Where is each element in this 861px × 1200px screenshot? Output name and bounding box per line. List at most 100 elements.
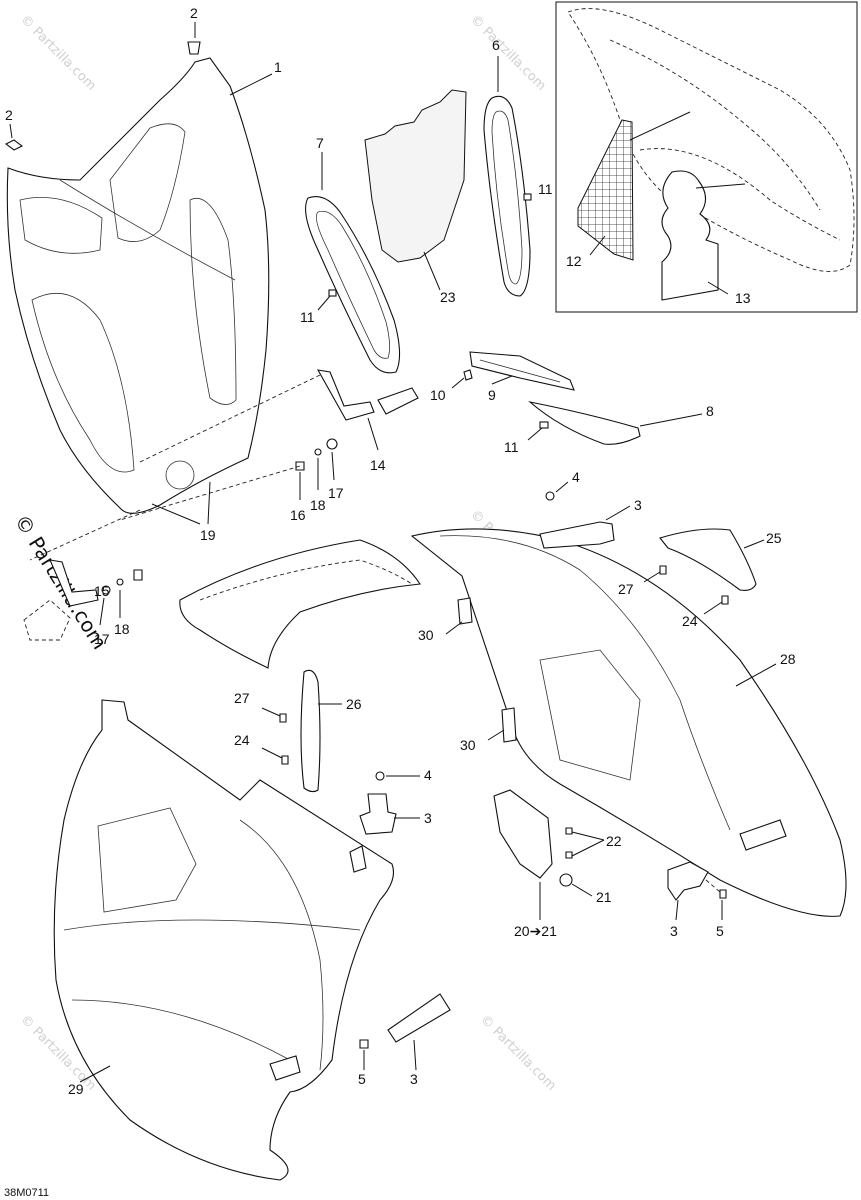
leader-line xyxy=(707,281,729,295)
washer-icon xyxy=(101,585,111,595)
panel-latch xyxy=(349,845,367,873)
deflector xyxy=(528,401,641,445)
leader-line xyxy=(703,601,723,615)
panel-latch xyxy=(269,1055,301,1081)
callout-30: 30 xyxy=(418,627,434,643)
callout-27: 27 xyxy=(618,581,634,597)
panel-crease xyxy=(63,919,361,931)
bolt-icon xyxy=(133,569,143,581)
callout-11: 11 xyxy=(538,181,553,197)
callout-24: 24 xyxy=(682,613,698,629)
part-26-side-cover xyxy=(261,669,342,793)
callout-5: 5 xyxy=(716,923,724,939)
callout-1: 1 xyxy=(274,59,282,75)
part-6-side-vent xyxy=(483,56,532,297)
leader-line xyxy=(735,663,777,687)
screw-icon xyxy=(565,851,573,859)
screw-icon xyxy=(279,713,287,723)
leader-line xyxy=(491,375,513,385)
screw-icon xyxy=(359,1039,369,1049)
console-rib xyxy=(189,198,237,405)
callout-3: 3 xyxy=(424,810,432,826)
leader-line xyxy=(331,451,335,481)
leader-line xyxy=(555,481,569,493)
callout-14: 14 xyxy=(370,457,386,473)
foam-panel xyxy=(364,89,467,263)
leader-line xyxy=(423,251,441,291)
panel-crease xyxy=(71,999,291,1061)
part-23-foam-panel xyxy=(364,89,467,291)
callout-16: 16 xyxy=(290,507,306,523)
screw-icon xyxy=(565,827,573,835)
leader-line xyxy=(317,295,331,311)
console-rib xyxy=(31,293,135,473)
callout-17: 17 xyxy=(328,485,344,501)
mounting-axis-lines xyxy=(29,374,321,561)
velcro-strip-30 xyxy=(501,707,517,743)
leader-line xyxy=(571,839,605,857)
callout-2: 2 xyxy=(190,5,198,21)
callout-11: 11 xyxy=(300,309,315,325)
console-window xyxy=(109,123,186,242)
lock-washer-icon xyxy=(116,578,124,586)
bracket-mount xyxy=(23,599,71,641)
leader-line xyxy=(229,73,273,96)
washer-icon xyxy=(326,438,338,450)
foam-pad-12 xyxy=(577,119,634,261)
callout-12: 12 xyxy=(566,253,582,269)
leader-line xyxy=(151,503,201,525)
leader-line xyxy=(527,427,543,441)
mount-bracket xyxy=(493,789,553,879)
callout-4: 4 xyxy=(572,469,580,485)
rivet-icon xyxy=(4,139,24,151)
callout-22: 22 xyxy=(606,833,622,849)
callout-3: 3 xyxy=(670,923,678,939)
callout-7: 7 xyxy=(316,135,324,151)
leader-line xyxy=(571,883,593,897)
callout-6: 6 xyxy=(492,37,500,53)
callout-30: 30 xyxy=(460,737,476,753)
axis-line xyxy=(705,879,721,893)
latch-knob xyxy=(667,861,709,901)
leader-line xyxy=(675,899,679,921)
part-2-rivets xyxy=(4,22,201,151)
screw-icon xyxy=(721,595,729,605)
part-3-latch-mid xyxy=(359,771,420,835)
console-crease xyxy=(59,179,236,281)
watermark-text: © Partzilla.com xyxy=(17,12,99,94)
arrow-leader xyxy=(695,183,746,189)
callout-3: 3 xyxy=(634,497,642,513)
clip-icon xyxy=(523,193,532,201)
screw-icon xyxy=(659,565,667,575)
callout-23: 23 xyxy=(440,289,456,305)
leader-line xyxy=(261,747,283,759)
part-14-bracket xyxy=(295,369,419,500)
leader-line xyxy=(207,481,211,525)
axis-line xyxy=(139,374,321,463)
part-9-vent-grille xyxy=(451,351,575,391)
part-15-left-bracket xyxy=(23,559,143,641)
callout-18: 18 xyxy=(114,621,130,637)
callout-11: 11 xyxy=(504,439,519,455)
leader-line xyxy=(743,539,765,549)
side-panel xyxy=(53,699,395,1181)
inset-detail: 12 13 xyxy=(555,1,858,313)
lock-washer-icon xyxy=(314,448,322,456)
callout-13: 13 xyxy=(735,290,751,306)
latch xyxy=(539,521,615,549)
console-vent xyxy=(19,197,103,254)
inset-frame xyxy=(555,1,858,313)
part-20-bracket xyxy=(493,789,605,920)
latch xyxy=(387,993,451,1043)
callout-10: 10 xyxy=(430,387,446,403)
vent-inner xyxy=(315,210,390,359)
callout-3: 3 xyxy=(410,1071,418,1087)
panel-crease xyxy=(439,535,731,831)
callout-4: 4 xyxy=(424,767,432,783)
part-29-lower-side-panel xyxy=(53,699,395,1181)
part-25-side-cover xyxy=(643,528,765,615)
hood-trim xyxy=(179,539,421,669)
leader-line xyxy=(605,505,631,521)
side-panel xyxy=(410,528,847,917)
leader-line xyxy=(99,597,105,626)
